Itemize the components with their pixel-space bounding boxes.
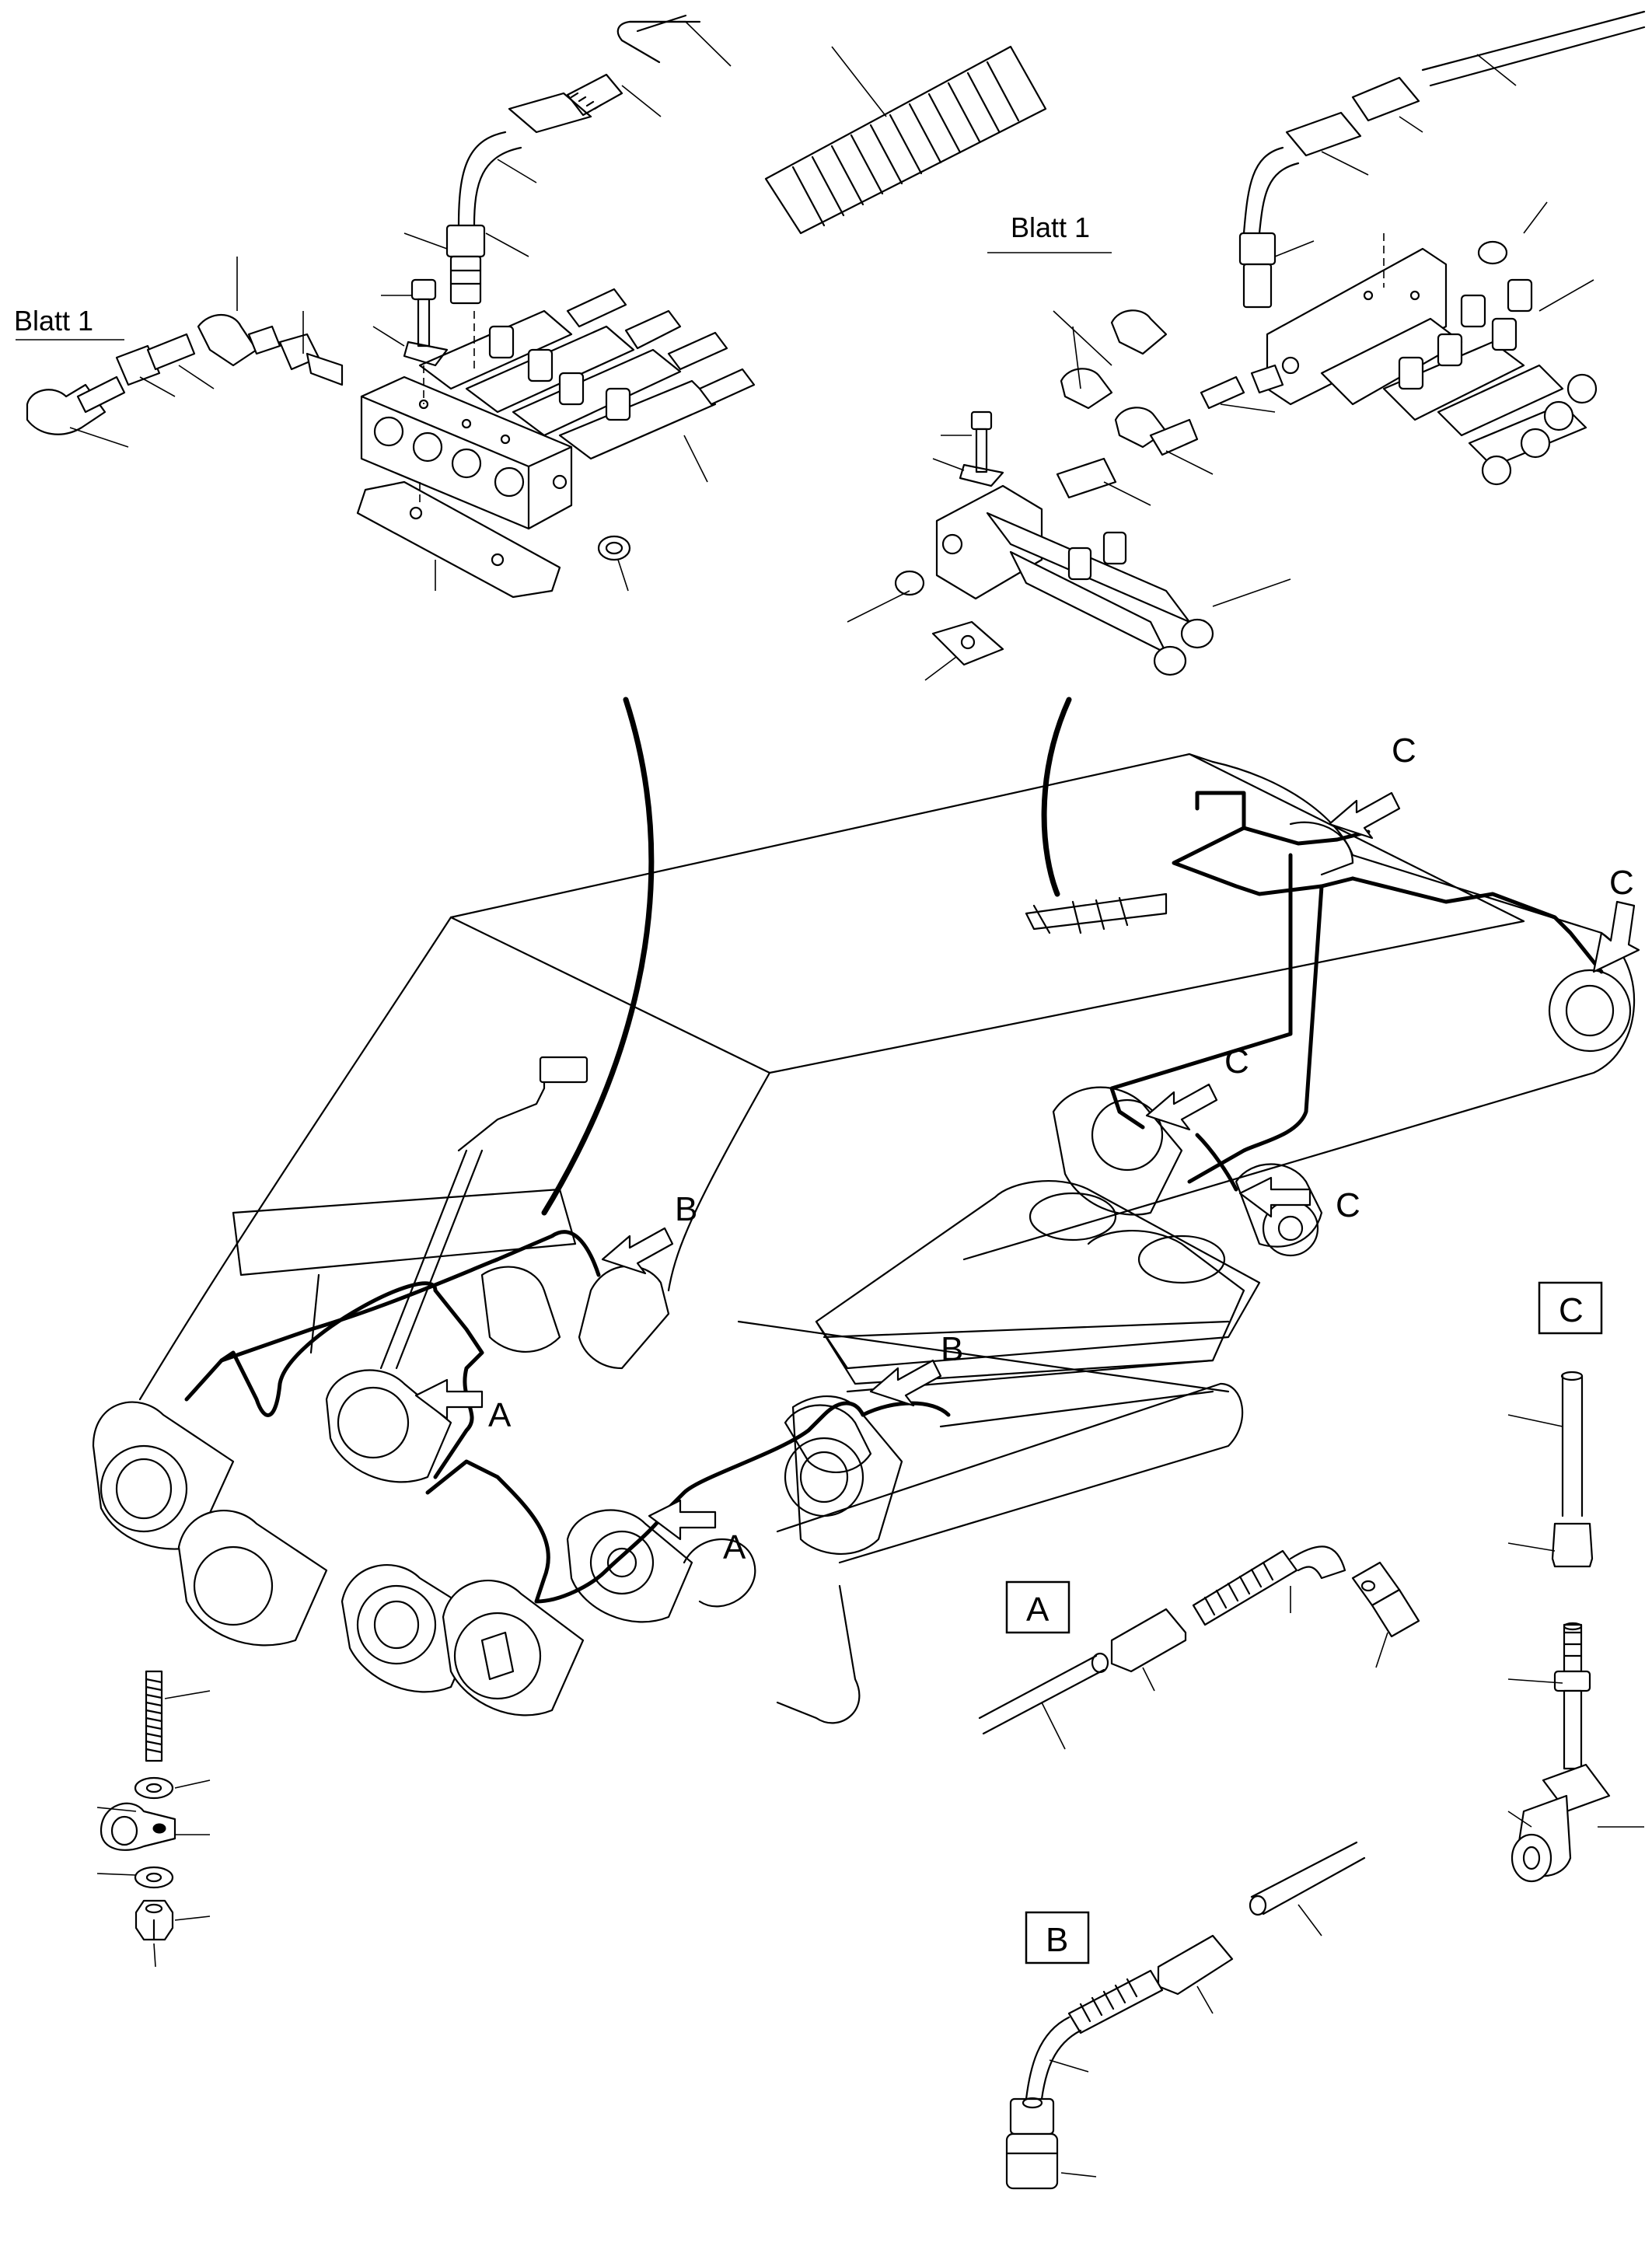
pipe-clamp (96, 1802, 210, 1851)
upper-washer (134, 1776, 211, 1800)
detail-c-fitting (1507, 1622, 1591, 1770)
left-supply-pipe (616, 14, 732, 67)
view-connector-curves (541, 697, 1072, 1216)
sheet-ref-right: Blatt 1 (1011, 211, 1090, 243)
left-distributor-cylinders (418, 309, 717, 460)
arrow-c-right-label: C (1609, 864, 1634, 902)
arrow-a-lower: A (648, 1499, 746, 1566)
detail-b-pipe (1249, 1841, 1366, 1936)
detail-c-pipe (1507, 1371, 1584, 1517)
detail-a-label: A (1026, 1591, 1050, 1629)
arrow-a-upper: A (414, 1378, 512, 1434)
left-mounting-plate (356, 480, 561, 599)
arrow-b-lower: B (869, 1330, 963, 1407)
arrow-c-right: C (1592, 864, 1640, 973)
arrow-b-upper: B (601, 1190, 697, 1275)
detail-b-label: B (1046, 1921, 1068, 1959)
left-bent-tube (457, 131, 537, 227)
detail-b-fitting (1025, 1969, 1164, 2101)
right-hose-fitting (1285, 76, 1423, 176)
clamp-stud-assembly (96, 1670, 211, 1968)
sheet-ref-right-label: Blatt 1 (1011, 211, 1090, 243)
arrow-a-lower-label: A (723, 1528, 746, 1566)
left-plug (597, 535, 631, 592)
arrow-c-lower-label: C (1336, 1186, 1360, 1224)
arrow-c-middle: C (1145, 1042, 1249, 1131)
callout-arrows: B B A A C C C C (414, 732, 1640, 1566)
threaded-stud (145, 1670, 211, 1762)
left-distributor-assembly: Blatt 1 (14, 14, 756, 599)
hydraulic-cylinders (737, 1180, 1261, 1724)
arrow-c-top: C (1328, 732, 1416, 840)
left-plunger-screws (566, 288, 756, 483)
detail-b-connector (1005, 2097, 1097, 2190)
hex-nut (134, 1899, 211, 1968)
left-mounting-bolt (372, 278, 475, 404)
sheet-ref-left-label: Blatt 1 (14, 305, 93, 337)
protective-spring-sleeve (764, 45, 1047, 235)
detail-a-connector (1351, 1561, 1420, 1668)
detail-b: B (1005, 1841, 1366, 2190)
right-plug (1477, 240, 1508, 265)
detail-c: C (1507, 1281, 1644, 1883)
right-supply-pipe (1421, 10, 1646, 87)
detail-a-pipe (978, 1652, 1109, 1750)
detail-c-connector (1507, 1763, 1644, 1883)
arrow-b-lower-label: B (941, 1330, 963, 1368)
arrow-b-upper-label: B (675, 1190, 697, 1228)
boom-body (138, 753, 1635, 1401)
detail-b-sleeve (1157, 1934, 1234, 2014)
detail-c-label: C (1559, 1291, 1584, 1329)
detail-a-sleeve (1110, 1608, 1187, 1692)
left-hose-fitting (508, 73, 662, 134)
detail-c-sleeve (1507, 1522, 1594, 1568)
right-lower-distributor (847, 410, 1291, 681)
left-tube-nut (403, 224, 529, 305)
left-elbow-fittings (26, 257, 344, 448)
detail-a: A (978, 1545, 1420, 1750)
right-plunger-screws (1481, 201, 1598, 486)
arrow-c-lower: C (1238, 1176, 1360, 1224)
right-distributor-cylinders (1320, 278, 1587, 468)
left-distributor-block (360, 375, 573, 530)
arrow-c-middle-label: C (1224, 1042, 1249, 1081)
sheet-ref-left: Blatt 1 (14, 305, 124, 340)
right-elbow-fittings (987, 252, 1284, 506)
right-distributor-assembly: Blatt 1 (847, 10, 1646, 681)
right-tube-nut (1238, 232, 1315, 309)
lower-washer (96, 1866, 174, 1889)
detail-a-fitting (1192, 1545, 1346, 1626)
arrow-c-top-label: C (1392, 732, 1416, 770)
arrow-a-upper-label: A (488, 1396, 512, 1434)
right-bent-tube (1242, 146, 1300, 235)
